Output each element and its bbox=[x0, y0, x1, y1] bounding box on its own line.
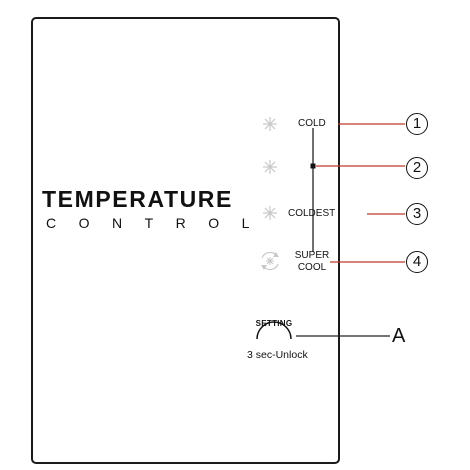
panel-subtitle: CONTROL bbox=[46, 215, 272, 231]
level-label-cold: COLD bbox=[298, 118, 326, 129]
callout-a: A bbox=[392, 325, 406, 347]
snowflake-icon bbox=[263, 206, 277, 220]
control-panel bbox=[31, 17, 340, 464]
callout-3: 3 bbox=[406, 203, 428, 225]
setting-button-arc bbox=[256, 321, 292, 340]
level-label-super: SUPER bbox=[294, 250, 330, 261]
setting-button-label: SETTING bbox=[255, 319, 293, 328]
panel-title: TEMPERATURE bbox=[42, 186, 233, 212]
level-2-indicator-dot bbox=[310, 163, 316, 169]
setting-button[interactable]: SETTING bbox=[254, 313, 294, 341]
snowflake-icon bbox=[263, 117, 277, 131]
super-cool-icon bbox=[261, 251, 279, 271]
snowflake-icon bbox=[263, 160, 277, 174]
level-label-cool: COOL bbox=[297, 262, 327, 273]
setting-caption: 3 sec-Unlock bbox=[247, 349, 308, 361]
callout-2: 2 bbox=[406, 157, 428, 179]
callout-4: 4 bbox=[406, 251, 428, 273]
level-label-coldest: COLDEST bbox=[288, 208, 336, 219]
callout-1: 1 bbox=[406, 113, 428, 135]
